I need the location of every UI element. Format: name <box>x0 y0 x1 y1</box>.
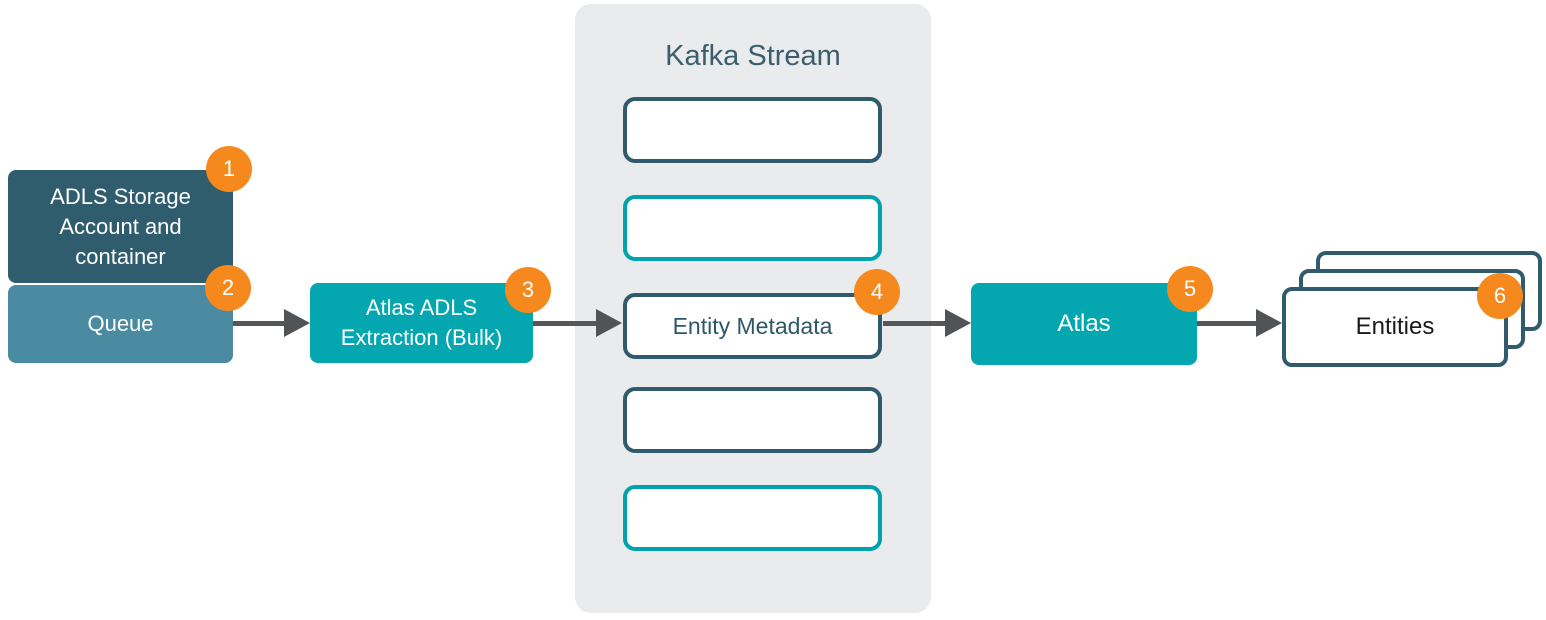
arrow-shaft <box>533 320 596 326</box>
kafka-stream-title: Kafka Stream <box>665 40 841 72</box>
step-badge-4-number: 4 <box>870 279 884 304</box>
arrow-queue-to-extraction <box>233 309 310 337</box>
arrow-head <box>284 309 310 337</box>
entities-label: Entities <box>1355 313 1435 340</box>
kafka-topic-slot-4 <box>623 387 882 453</box>
arrow-atlas-to-entities <box>1197 309 1282 337</box>
arrow-extraction-to-kafka <box>533 309 622 337</box>
arrow-shaft <box>233 320 284 326</box>
step-badge-1-number: 1 <box>222 156 236 181</box>
arrow-head <box>945 309 971 337</box>
node-atlas-adls-extraction: Atlas ADLS Extraction (Bulk) 3 <box>310 267 551 363</box>
kafka-topic-slot-2 <box>623 195 882 261</box>
step-badge-3: 3 <box>505 267 551 313</box>
step-badge-6: 6 <box>1477 273 1523 319</box>
extraction-label: Atlas ADLS Extraction (Bulk) <box>340 295 503 350</box>
step-badge-2-number: 2 <box>221 275 235 300</box>
arrow-shaft <box>883 320 945 326</box>
node-queue: Queue 2 <box>8 265 251 363</box>
queue-label: Queue <box>87 311 154 336</box>
step-badge-1: 1 <box>206 146 252 192</box>
kafka-stream-panel: Kafka Stream Entity Metadata 4 <box>575 4 931 613</box>
step-badge-5: 5 <box>1167 266 1213 312</box>
step-badge-3-number: 3 <box>521 277 535 302</box>
node-atlas: Atlas 5 <box>971 266 1213 365</box>
entities-card-front: Entities 6 <box>1282 273 1523 367</box>
kafka-topic-slot-5 <box>623 485 882 551</box>
step-badge-4: 4 <box>854 269 900 315</box>
kafka-topic-slot-1 <box>623 97 882 163</box>
arrow-shaft <box>1197 320 1256 326</box>
entity-metadata-label: Entity Metadata <box>672 312 833 339</box>
arrow-head <box>1256 309 1282 337</box>
step-badge-2: 2 <box>205 265 251 311</box>
node-adls-storage-account: ADLS Storage Account and container 1 <box>8 146 252 283</box>
step-badge-6-number: 6 <box>1493 283 1507 308</box>
kafka-topic-slot-entity-metadata: Entity Metadata 4 <box>623 269 900 359</box>
adls-storage-label: ADLS Storage Account and container <box>50 183 191 269</box>
arrow-head <box>596 309 622 337</box>
step-badge-5-number: 5 <box>1183 276 1197 301</box>
arrow-kafka-to-atlas <box>883 309 971 337</box>
atlas-label: Atlas <box>1057 310 1111 337</box>
